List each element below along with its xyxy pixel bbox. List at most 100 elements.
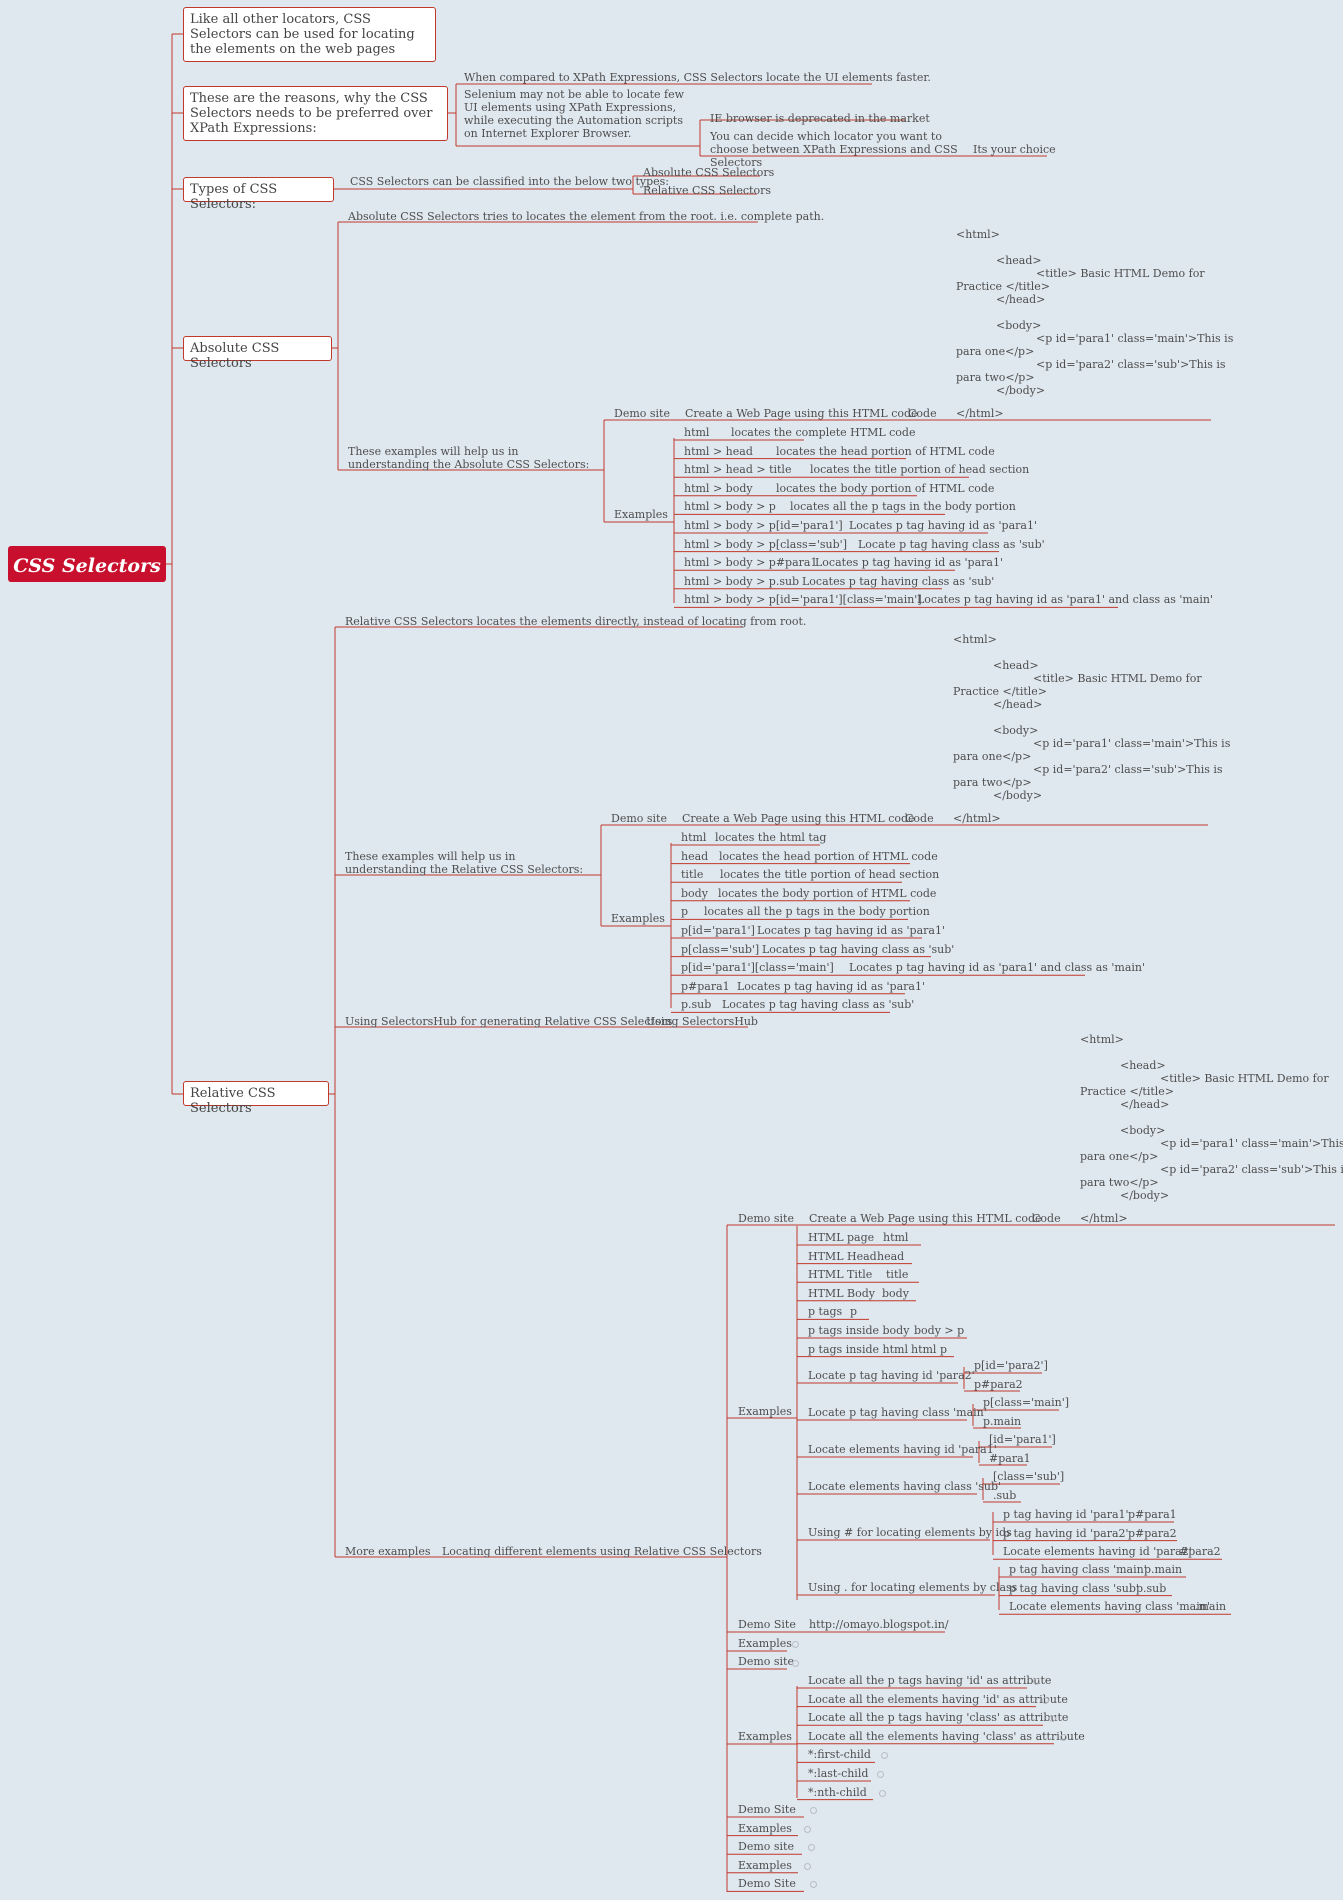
relative-demo-site[interactable]: Demo site — [611, 812, 667, 825]
collapsed-indicator-icon[interactable] — [1033, 1678, 1040, 1685]
loc-para2-label[interactable]: Locate p tag having id 'para2' — [808, 1369, 975, 1382]
more-pair-label[interactable]: HTML Head — [808, 1249, 877, 1263]
attribute-example[interactable]: Locate all the p tags having 'id' as att… — [808, 1674, 1052, 1687]
abs-example-selector[interactable]: html — [684, 426, 710, 439]
hash-label[interactable]: Using # for locating elements by ids — [808, 1526, 1012, 1539]
more-code-label[interactable]: Code — [1032, 1212, 1061, 1225]
choose-locator[interactable]: You can decide which locator you want to… — [710, 130, 958, 169]
more-create-page[interactable]: Create a Web Page using this HTML code — [809, 1212, 1042, 1225]
attribute-example[interactable]: *:last-child — [808, 1767, 869, 1780]
absolute-examples-label[interactable]: Examples — [614, 508, 668, 521]
attribute-example[interactable]: Locate all the p tags having 'class' as … — [808, 1711, 1069, 1725]
demo-site3-label[interactable]: Demo site — [738, 1655, 794, 1668]
abs-example-description[interactable]: locates the title portion of head sectio… — [810, 463, 1030, 477]
relative-examples-intro[interactable]: These examples will help us in understan… — [345, 850, 584, 876]
more-pair-value[interactable]: body > p — [914, 1324, 965, 1337]
collapsed-indicator-icon[interactable] — [1042, 1696, 1049, 1704]
absolute-node[interactable]: Absolute CSS Selectors — [183, 336, 332, 371]
type-relative[interactable]: Relative CSS Selectors — [643, 184, 771, 197]
rel-example-description[interactable]: Locates p tag having id as 'para1' and c… — [849, 961, 1146, 975]
rel-example-description[interactable]: Locates p tag having class as 'sub' — [722, 998, 915, 1012]
collapsed-indicator-icon[interactable] — [804, 1825, 811, 1833]
loc-main-option[interactable]: p[class='main'] — [983, 1396, 1070, 1409]
rel-example-description[interactable]: locates the body portion of HTML code — [718, 886, 937, 900]
rel-example-selector[interactable]: p[class='sub'] — [681, 942, 760, 956]
hash-row-value[interactable]: p#para2 — [1128, 1526, 1177, 1540]
dot-row-value[interactable]: .main — [1195, 1600, 1227, 1614]
loc-cls-option[interactable]: [class='sub'] — [993, 1470, 1065, 1483]
loc-id-option[interactable]: [id='para1'] — [989, 1433, 1056, 1446]
more-pair-value[interactable]: head — [877, 1249, 905, 1263]
hash-row-label[interactable]: p tag having id 'para1' — [1003, 1508, 1129, 1521]
loc-id-option[interactable]: #para1 — [989, 1452, 1031, 1465]
absolute-demo-site[interactable]: Demo site — [614, 407, 670, 420]
collapsed-indicator-icon[interactable] — [881, 1752, 888, 1760]
abs-example-description[interactable]: Locates p tag having id as 'para1' — [849, 519, 1037, 532]
loc-para2-option[interactable]: p[id='para2'] — [974, 1359, 1048, 1372]
more-examples-child[interactable]: Locating different elements using Relati… — [442, 1545, 762, 1558]
root-node[interactable]: CSS Selectors — [8, 546, 166, 582]
more-pair-value[interactable]: body — [882, 1286, 909, 1300]
attribute-example[interactable]: Locate all the elements having 'id' as a… — [808, 1692, 1068, 1706]
abs-example-selector[interactable]: html > body > p[id='para1'][class='main'… — [684, 593, 922, 607]
abs-example-description[interactable]: locates the body portion of HTML code — [776, 481, 995, 495]
more-examples-node[interactable]: More examples — [345, 1545, 431, 1558]
more-pair-label[interactable]: p tags inside html — [808, 1342, 908, 1356]
loc-para2-option[interactable]: p#para2 — [974, 1378, 1023, 1391]
more-pair-label[interactable]: p tags — [808, 1305, 843, 1319]
hash-row-label[interactable]: p tag having id 'para2' — [1003, 1526, 1129, 1540]
rel-example-selector[interactable]: html — [681, 831, 707, 844]
abs-example-selector[interactable]: html > head > title — [684, 463, 792, 477]
loc-main-label[interactable]: Locate p tag having class 'main' — [808, 1406, 987, 1419]
reasons-node[interactable]: These are the reasons, why the CSS Selec… — [183, 86, 448, 141]
rel-example-selector[interactable]: p#para1 — [681, 979, 730, 993]
abs-example-selector[interactable]: html > body > p#para1 — [684, 556, 818, 570]
rel-example-description[interactable]: locates the title portion of head sectio… — [720, 868, 940, 882]
rel-example-selector[interactable]: head — [681, 849, 709, 863]
types-desc[interactable]: CSS Selectors can be classified into the… — [350, 175, 669, 188]
collapsed-indicator-icon[interactable] — [792, 1660, 799, 1667]
collapsed-indicator-icon[interactable] — [1060, 1733, 1067, 1741]
absolute-code-label[interactable]: Code — [908, 407, 937, 420]
loc-main-option[interactable]: p.main — [983, 1415, 1022, 1428]
loc-cls-option[interactable]: .sub — [993, 1489, 1017, 1502]
omayo-demo-site[interactable]: Demo Site — [738, 1618, 796, 1631]
more-pair-value[interactable]: html — [883, 1231, 909, 1244]
loc-cls-label[interactable]: Locate elements having class 'sub' — [808, 1480, 1002, 1493]
more-pair-label[interactable]: HTML page — [808, 1231, 875, 1244]
collapsed-indicator-icon[interactable] — [792, 1641, 799, 1648]
rel-example-selector[interactable]: p.sub — [681, 998, 712, 1012]
abs-example-description[interactable]: Locates p tag having id as 'para1' — [815, 556, 1003, 570]
loc-id-label[interactable]: Locate elements having id 'para1' — [808, 1443, 997, 1456]
rel-example-selector[interactable]: p[id='para1'][class='main'] — [681, 961, 834, 975]
relative-examples-label[interactable]: Examples — [611, 912, 665, 925]
type-absolute[interactable]: Absolute CSS Selectors — [643, 166, 775, 179]
more-demo-site[interactable]: Demo site — [738, 1212, 794, 1225]
tail-node[interactable]: Demo Site — [738, 1877, 796, 1891]
ie-deprecated[interactable]: IE browser is deprecated in the market — [710, 112, 930, 125]
collapsed-indicator-icon[interactable] — [879, 1789, 886, 1797]
selectorshub-node[interactable]: Using SelectorsHub for generating Relati… — [345, 1015, 673, 1028]
abs-example-description[interactable]: locates all the p tags in the body porti… — [790, 500, 1016, 514]
abs-example-description[interactable]: Locates p tag having class as 'sub' — [802, 574, 995, 588]
dot-row-value[interactable]: p.sub — [1136, 1581, 1167, 1595]
collapsed-indicator-icon[interactable] — [810, 1881, 817, 1889]
hash-row-label[interactable]: Locate elements having id 'para2' — [1003, 1545, 1192, 1559]
hash-row-value[interactable]: #para2 — [1179, 1545, 1221, 1559]
rel-example-selector[interactable]: title — [681, 868, 704, 882]
attribute-example[interactable]: *:first-child — [808, 1748, 871, 1762]
abs-example-selector[interactable]: html > body > p[class='sub'] — [684, 537, 847, 551]
more-pair-label[interactable]: HTML Title — [808, 1268, 873, 1282]
rel-example-selector[interactable]: p — [681, 905, 689, 919]
collapsed-indicator-icon[interactable] — [810, 1807, 817, 1814]
dot-row-label[interactable]: p tag having class 'sub' — [1009, 1581, 1139, 1595]
dot-row-label[interactable]: Locate elements having class 'main' — [1009, 1600, 1210, 1614]
your-choice[interactable]: Its your choice — [973, 143, 1056, 156]
rel-example-description[interactable]: locates all the p tags in the body porti… — [704, 905, 930, 919]
reason-faster[interactable]: When compared to XPath Expressions, CSS … — [464, 71, 931, 84]
more-pair-value[interactable]: p — [850, 1305, 858, 1319]
examples2-label[interactable]: Examples — [738, 1637, 792, 1650]
tail-node[interactable]: Demo Site — [738, 1803, 796, 1816]
selectorshub-child[interactable]: Using SelectorsHub — [646, 1015, 758, 1028]
reason-ie[interactable]: Selenium may not be able to locate few U… — [464, 88, 685, 140]
